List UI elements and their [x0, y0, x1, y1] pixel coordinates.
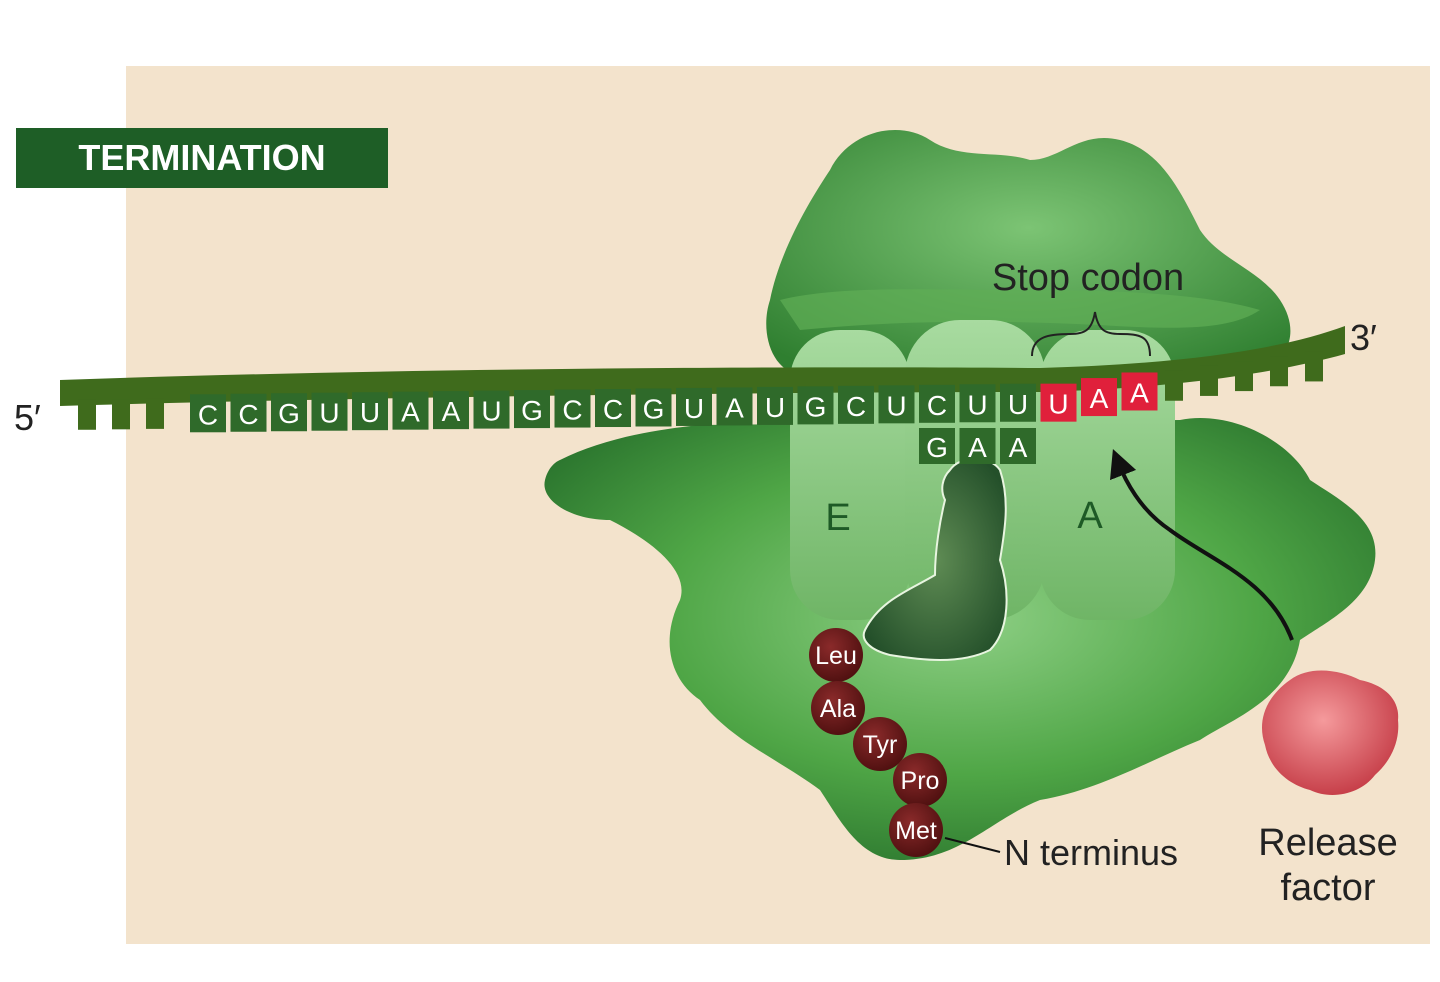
- mrna-base: U: [473, 390, 510, 429]
- mrna-base: A: [433, 391, 469, 430]
- svg-text:U: U: [886, 390, 906, 421]
- svg-text:G: G: [805, 391, 827, 422]
- site-a-label: A: [1077, 495, 1103, 537]
- svg-text:U: U: [765, 392, 785, 423]
- mrna-base: U: [352, 392, 388, 431]
- amino-acid: Met: [889, 803, 943, 857]
- amino-acid: Leu: [809, 628, 863, 682]
- anticodon-base: A: [959, 428, 996, 464]
- mrna-tick: [146, 398, 164, 429]
- svg-text:A: A: [725, 392, 744, 423]
- svg-text:A: A: [1130, 377, 1149, 408]
- mrna-tick: [1165, 370, 1183, 401]
- svg-text:U: U: [319, 398, 339, 429]
- mrna-tick: [1270, 356, 1288, 387]
- three-prime-label: 3′: [1350, 317, 1377, 358]
- stop-codon-base: U: [1040, 383, 1077, 422]
- mrna-base: C: [230, 393, 267, 432]
- ribosome-groove: [780, 289, 1260, 330]
- mrna-base: G: [635, 388, 672, 427]
- mrna-base: C: [838, 385, 874, 424]
- n-terminus-leader: [944, 837, 1001, 853]
- mrna-tick: [1235, 361, 1253, 392]
- n-terminus-label: N terminus: [1004, 832, 1178, 873]
- title-badge: TERMINATION: [16, 128, 388, 188]
- svg-text:C: C: [927, 390, 947, 421]
- mrna-tick: [1305, 351, 1323, 382]
- mrna-base: A: [392, 391, 429, 430]
- svg-text:G: G: [926, 432, 948, 463]
- mrna-tick: [1200, 365, 1218, 396]
- mrna-base: U: [311, 392, 348, 431]
- svg-text:A: A: [401, 397, 420, 428]
- svg-text:C: C: [603, 394, 623, 425]
- mrna-base: C: [190, 394, 226, 433]
- svg-text:A: A: [1009, 432, 1028, 463]
- mrna-base: G: [271, 393, 307, 432]
- mrna-ticks: [78, 351, 1323, 430]
- svg-text:Ala: Ala: [820, 695, 856, 723]
- amino-acid: Pro: [893, 753, 947, 807]
- stop-codon-brace: [1031, 311, 1151, 357]
- five-prime-label: 5′: [14, 397, 41, 438]
- anticodon-base: G: [919, 428, 955, 464]
- svg-text:A: A: [442, 396, 461, 427]
- mrna-tick: [112, 399, 130, 430]
- stop-codon-base: A: [1121, 372, 1158, 411]
- mrna-base: C: [919, 384, 955, 423]
- svg-text:Pro: Pro: [901, 767, 940, 795]
- anticodon-base: A: [1000, 428, 1036, 464]
- svg-text:U: U: [360, 397, 380, 428]
- amino-acid: Tyr: [853, 717, 907, 771]
- release-factor-label-line2: factor: [1280, 867, 1375, 909]
- mrna-base: U: [878, 385, 915, 424]
- svg-text:C: C: [238, 399, 258, 430]
- site-e-label: E: [825, 497, 850, 539]
- mrna-base: U: [757, 386, 793, 425]
- svg-text:G: G: [643, 393, 665, 424]
- svg-text:A: A: [1090, 383, 1109, 414]
- release-factor: [1261, 670, 1399, 795]
- svg-text:U: U: [684, 393, 704, 424]
- mrna-base: U: [959, 384, 996, 423]
- mrna-base: G: [797, 386, 834, 425]
- svg-text:Met: Met: [895, 817, 937, 845]
- mrna-base: A: [716, 387, 753, 426]
- stop-codon-label: Stop codon: [992, 257, 1184, 299]
- svg-text:Leu: Leu: [815, 642, 857, 670]
- amino-acid: Ala: [811, 681, 865, 735]
- mrna-base: C: [554, 389, 591, 428]
- release-factor-label-line1: Release: [1258, 822, 1397, 864]
- mrna-base: C: [595, 389, 631, 428]
- title-text: TERMINATION: [78, 137, 325, 178]
- trna-body: [862, 457, 1008, 661]
- svg-text:U: U: [1048, 389, 1068, 420]
- svg-text:U: U: [967, 389, 987, 420]
- mrna-base: U: [676, 387, 712, 426]
- svg-text:G: G: [278, 398, 300, 429]
- svg-text:C: C: [198, 399, 218, 430]
- stop-codon-base: A: [1081, 378, 1117, 417]
- mrna-base: G: [514, 390, 550, 429]
- mrna-tick: [78, 399, 96, 430]
- mrna-base: U: [1000, 383, 1036, 422]
- svg-text:Tyr: Tyr: [863, 731, 898, 759]
- svg-text:U: U: [481, 396, 501, 427]
- svg-text:C: C: [562, 395, 582, 426]
- svg-text:U: U: [1008, 389, 1028, 420]
- release-factor-arrow: [1110, 448, 1294, 641]
- svg-text:A: A: [968, 432, 987, 463]
- svg-text:C: C: [846, 391, 866, 422]
- svg-text:G: G: [521, 395, 543, 426]
